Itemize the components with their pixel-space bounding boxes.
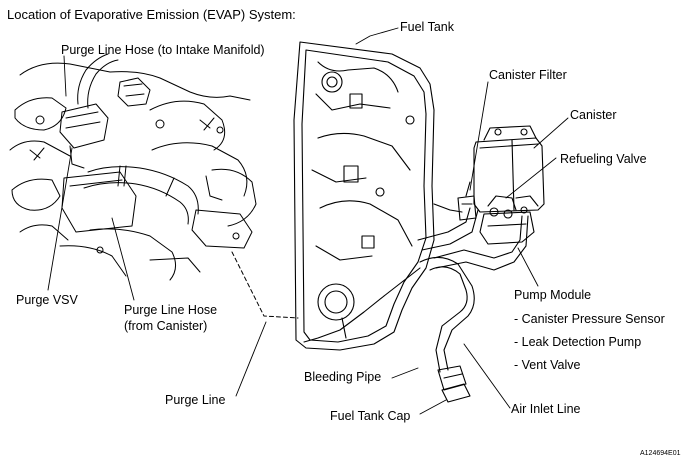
label-pump-module: Pump Module (514, 288, 592, 302)
label-canister-filter: Canister Filter (489, 68, 567, 82)
label-refueling-valve: Refueling Valve (560, 152, 647, 166)
diagram-title: Location of Evaporative Emission (EVAP) … (7, 7, 296, 22)
leader-lines (47, 27, 569, 415)
purge-line-dashed-route (231, 251, 299, 319)
filler-pipe-drawing (417, 203, 529, 403)
label-purge-line: Purge Line (165, 393, 226, 407)
label-bleeding-pipe: Bleeding Pipe (304, 370, 382, 384)
engine-compartment-drawing (9, 53, 257, 281)
label-leak-detection-pump: - Leak Detection Pump (514, 335, 642, 349)
label-purge-line-hose-canister-line1: Purge Line Hose (124, 303, 218, 317)
label-fuel-tank: Fuel Tank (400, 20, 454, 34)
figure-id: A124694E01 (640, 450, 681, 457)
label-vent-valve: - Vent Valve (514, 358, 581, 372)
label-fuel-tank-cap: Fuel Tank Cap (330, 409, 411, 423)
label-canister-pressure-sensor: - Canister Pressure Sensor (514, 312, 665, 326)
label-purge-line-hose-canister-line2: (from Canister) (124, 319, 208, 333)
label-canister: Canister (570, 108, 617, 122)
fuel-tank-drawing (293, 41, 435, 351)
label-purge-line-hose-intake: Purge Line Hose (to Intake Manifold) (61, 43, 265, 57)
label-air-inlet-line: Air Inlet Line (511, 402, 581, 416)
label-purge-vsv: Purge VSV (16, 293, 78, 307)
